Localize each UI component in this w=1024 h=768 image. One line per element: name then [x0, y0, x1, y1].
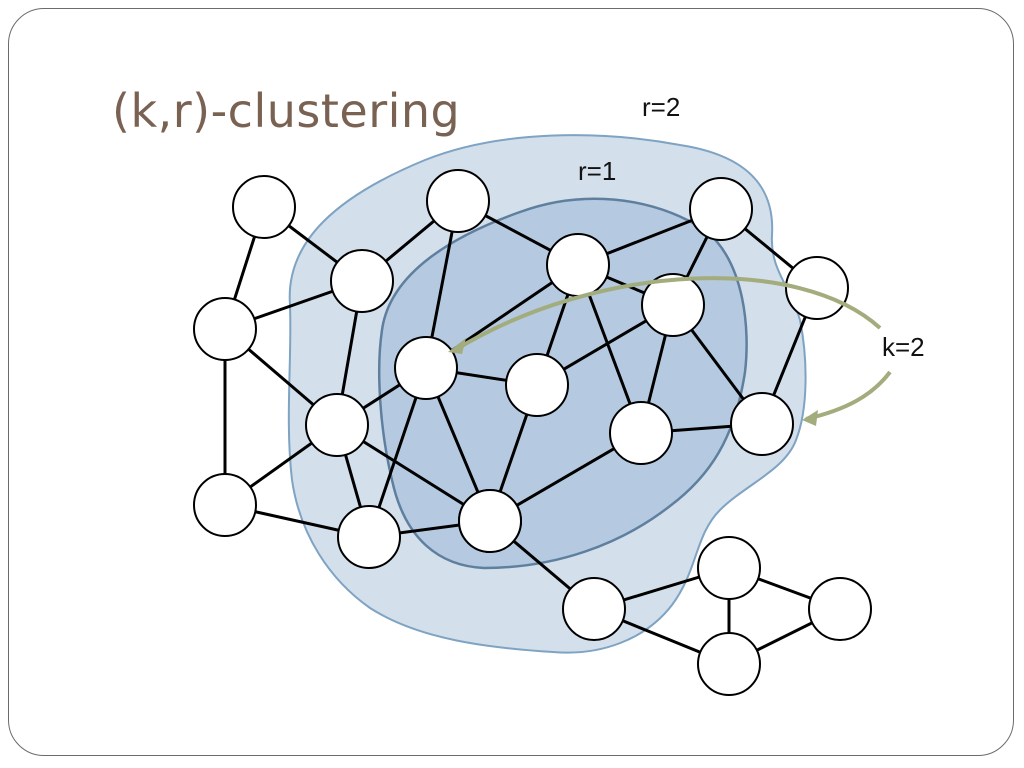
r2-label: r=2 [642, 92, 680, 122]
arrowhead-icon [802, 410, 818, 426]
graph-node [305, 393, 369, 457]
r1-label: r=1 [578, 156, 616, 186]
graph-node [697, 632, 761, 696]
graph-node [609, 401, 673, 465]
arrowhead-icon [448, 338, 466, 354]
graph-node [458, 489, 522, 553]
graph-node [330, 249, 394, 313]
graph-node [785, 256, 849, 320]
graph-node [730, 392, 794, 456]
graph-node [394, 336, 458, 400]
graph-node [697, 536, 761, 600]
graph-nodes [193, 169, 872, 696]
graph-node [808, 577, 872, 641]
graph-node [193, 297, 257, 361]
k-arrow-to-left-center [453, 276, 882, 352]
graph-node [426, 169, 490, 233]
graph-node [546, 233, 610, 297]
graph-node [193, 473, 257, 537]
graph-node [641, 273, 705, 337]
graph-node [337, 505, 401, 569]
k-label: k=2 [882, 332, 925, 362]
slide-title: (k,r)-clustering [112, 84, 461, 138]
k-arrow-to-right-center [805, 370, 892, 421]
k-arrows [448, 276, 892, 426]
graph-node [689, 177, 753, 241]
graph-node [562, 577, 626, 641]
graph-node [505, 353, 569, 417]
slide-frame [8, 8, 1014, 756]
graph-node [232, 175, 296, 239]
